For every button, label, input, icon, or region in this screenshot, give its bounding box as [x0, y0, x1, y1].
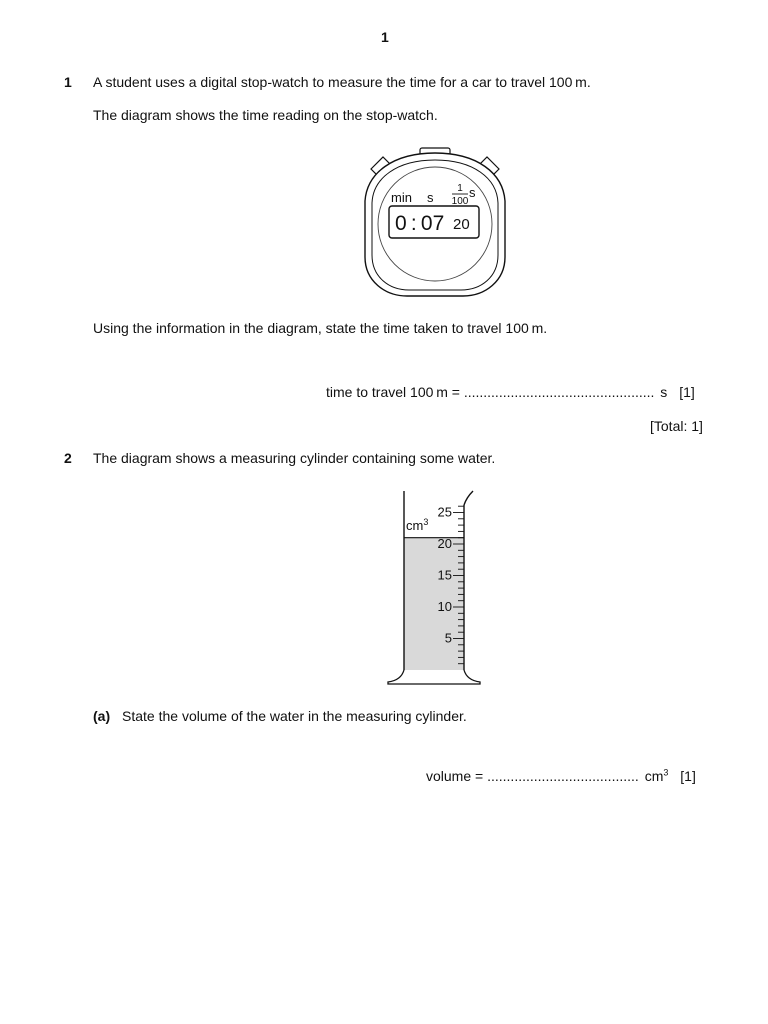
question-2a-answer-line: volume = ...............................… — [426, 768, 696, 784]
question-2a-line: (a) State the volume of the water in the… — [93, 708, 467, 724]
stopwatch-fraction-denominator: 100 — [452, 196, 469, 207]
question-2-intro: The diagram shows a measuring cylinder c… — [93, 450, 496, 466]
question-2a-text: State the volume of the water in the mea… — [122, 708, 467, 724]
stopwatch-label-min: min — [391, 190, 412, 205]
question-2-number: 2 — [64, 450, 72, 466]
question-2a-answer-field[interactable]: ....................................... — [487, 768, 639, 784]
question-1-answer-label: time to travel 100 m = — [326, 384, 464, 400]
stopwatch-reading-main: 0 : 07 — [395, 212, 444, 235]
question-2a-answer-label: volume = — [426, 768, 488, 784]
question-2a-label: (a) — [93, 708, 111, 724]
question-1-marks: [1] — [679, 384, 695, 400]
scale-label: 20 — [438, 536, 452, 551]
cylinder-water — [404, 537, 464, 670]
cylinder-unit-label: cm3 — [406, 517, 428, 533]
question-1-answer-unit: s — [660, 384, 668, 400]
question-1-instruction: Using the information in the diagram, st… — [93, 320, 548, 336]
page-number: 1 — [381, 29, 389, 45]
scale-label: 10 — [438, 599, 452, 614]
scale-label: 5 — [445, 631, 452, 646]
question-1-number: 1 — [64, 74, 72, 90]
stopwatch-fraction-unit: s — [469, 185, 476, 200]
stopwatch-diagram: min s 1 100 s 0 : 07 20 — [364, 147, 506, 297]
question-2a-answer-unit: cm3 — [644, 767, 669, 784]
scale-label: 15 — [438, 568, 452, 583]
question-1-answer-line: time to travel 100 m = .................… — [326, 384, 695, 400]
stopwatch-fraction-numerator: 1 — [457, 183, 463, 194]
question-2a-marks: [1] — [680, 768, 696, 784]
measuring-cylinder-diagram: 25 20 15 10 5 cm3 — [387, 490, 481, 685]
question-1-total: [Total: 1] — [650, 418, 703, 434]
stopwatch-label-s: s — [427, 190, 434, 205]
stopwatch-reading-hundredths: 20 — [453, 216, 470, 233]
scale-label: 25 — [438, 505, 452, 520]
question-1-answer-field[interactable]: ........................................… — [463, 384, 655, 400]
question-1-intro: A student uses a digital stop-watch to m… — [93, 74, 591, 90]
question-1-diagram-caption: The diagram shows the time reading on th… — [93, 107, 438, 123]
